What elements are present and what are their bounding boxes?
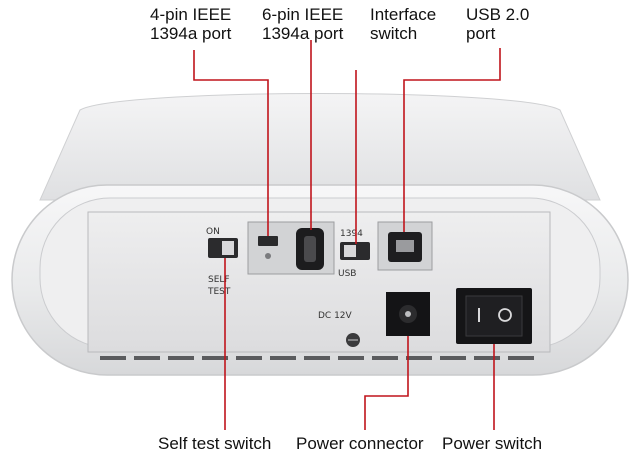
interface-switch[interactable] bbox=[340, 242, 370, 260]
callout-6pin-port: 6-pin IEEE 1394a port bbox=[262, 5, 343, 43]
callout-usb-line1: USB 2.0 bbox=[466, 5, 530, 24]
dc-marking: DC 12V bbox=[318, 311, 353, 321]
callout-interface-line2: switch bbox=[370, 24, 418, 43]
callout-interface-switch: Interface switch bbox=[370, 5, 436, 43]
callout-usb-port: USB 2.0 port bbox=[466, 5, 529, 43]
callout-line-usb bbox=[403, 48, 501, 232]
self-test-switch[interactable] bbox=[208, 238, 238, 258]
callout-usb-line2: port bbox=[466, 24, 496, 43]
4-pin-firewire-port[interactable] bbox=[258, 236, 278, 259]
power-switch[interactable] bbox=[456, 288, 532, 344]
self-marking: SELF bbox=[208, 275, 230, 285]
callout-lines bbox=[193, 40, 501, 430]
callout-interface-line1: Interface bbox=[370, 5, 437, 24]
callout-self-test-switch: Self test switch bbox=[158, 434, 272, 453]
6-pin-firewire-port[interactable] bbox=[296, 228, 324, 270]
callout-line-power-connector bbox=[364, 336, 409, 430]
usb-marking: USB bbox=[338, 269, 356, 279]
callout-6pin-line1: 6-pin IEEE bbox=[262, 5, 344, 24]
usb-port[interactable] bbox=[377, 221, 433, 271]
screw-icon bbox=[346, 333, 360, 347]
callout-line-4pin bbox=[193, 50, 269, 236]
callout-power-switch: Power switch bbox=[442, 434, 543, 453]
callout-power-connector: Power connector bbox=[296, 434, 424, 453]
callout-4pin-line1: 4-pin IEEE bbox=[150, 5, 232, 24]
callout-4pin-port: 4-pin IEEE 1394a port bbox=[150, 5, 231, 43]
test-marking: TEST bbox=[207, 287, 231, 297]
on-marking: ON bbox=[206, 227, 220, 237]
callout-6pin-line2: 1394a port bbox=[262, 24, 344, 43]
power-connector[interactable] bbox=[386, 292, 430, 336]
ieee1394-marking: 1394 bbox=[340, 229, 363, 239]
vent-slots bbox=[100, 356, 534, 360]
callout-4pin-line2: 1394a port bbox=[150, 24, 232, 43]
